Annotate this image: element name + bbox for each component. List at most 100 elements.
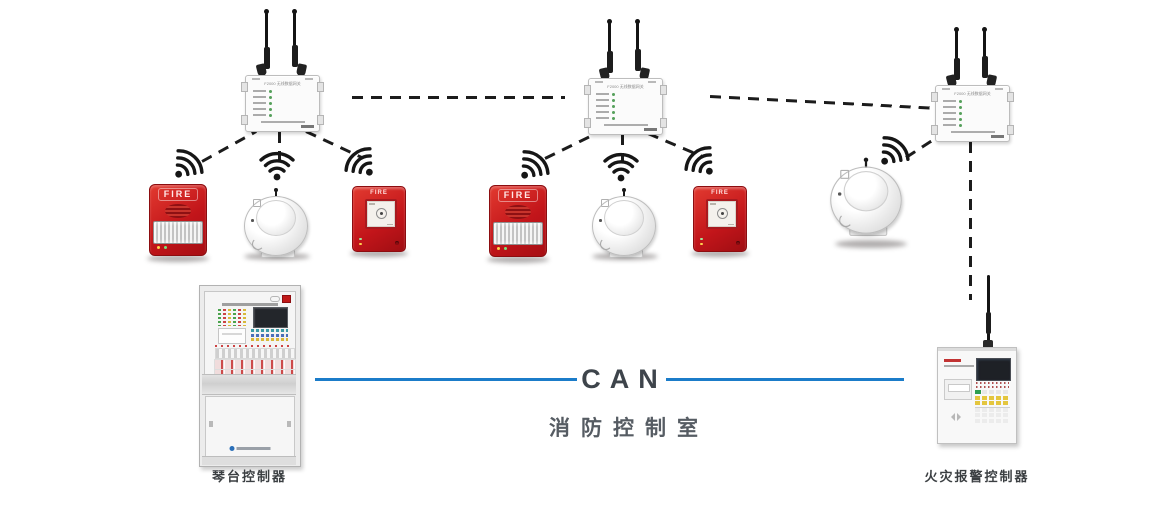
- detector-dome: [843, 171, 889, 212]
- status-led: [700, 242, 703, 245]
- port-label: [995, 88, 1003, 90]
- lcd-display: [253, 307, 288, 328]
- wifi-signal-icon: [344, 147, 373, 176]
- gateway-led-panel: [246, 86, 272, 117]
- cabinet-door: [205, 396, 295, 458]
- company-logo: [229, 446, 271, 451]
- status-led: [497, 247, 500, 250]
- pane-text-line: [387, 223, 393, 225]
- device-shadow: [147, 255, 209, 262]
- mount-tab: [931, 92, 938, 102]
- company-text-line: [603, 123, 648, 126]
- pane-text-line: [728, 223, 734, 225]
- strobe-lens: [153, 221, 203, 244]
- brand-mark: [301, 125, 314, 128]
- wifi-signal-icon: [881, 136, 910, 165]
- detector-logo: [601, 199, 609, 207]
- link-gateway2-strobe2: [544, 130, 600, 160]
- console-controller-cabinet: [199, 285, 301, 467]
- antenna-icon: [981, 27, 988, 78]
- wifi-signal-icon: [521, 150, 550, 179]
- antenna-sleeve: [986, 312, 991, 334]
- mount-tab: [241, 115, 248, 125]
- company-text-line: [950, 130, 995, 133]
- status-led: [700, 237, 703, 240]
- call-point-label: FIRE: [711, 190, 729, 196]
- status-led: [838, 192, 841, 196]
- indicator-led-columns: [218, 309, 248, 326]
- mount-tab: [660, 118, 667, 128]
- antenna-icon: [863, 157, 869, 169]
- sounder-grille: [505, 205, 531, 219]
- link-gateway3-controller: [969, 142, 972, 300]
- detector-dome: [256, 200, 296, 236]
- company-text-line: [260, 120, 305, 123]
- indicator-led-row: [976, 386, 1009, 388]
- title-text-line: [944, 365, 974, 367]
- smoke-detector-2: [592, 188, 656, 258]
- break-glass-pane: [706, 199, 738, 229]
- break-glass-pane: [365, 199, 397, 229]
- status-led: [359, 242, 362, 245]
- gateway-enclosure: F2000 无线数据网关: [584, 78, 667, 135]
- brand-mark: [991, 135, 1004, 138]
- brand-mark: [644, 128, 657, 131]
- brand-mark: [944, 359, 961, 362]
- gateway-led-panel: [936, 96, 962, 127]
- handle-emblem: [947, 413, 955, 421]
- press-dot: [720, 211, 724, 215]
- fire-strobe-1: FIRE: [149, 184, 207, 256]
- mount-tab: [317, 82, 324, 92]
- cabinet-plinth: [202, 456, 296, 465]
- switch-indicator-row: [215, 345, 293, 347]
- link-gateway1-strobe1: [201, 130, 257, 163]
- indicator-led-row: [976, 382, 1009, 384]
- detector-dome: [604, 200, 644, 236]
- console-controller-label: 琴台控制器: [211, 469, 287, 484]
- manual-call-point-2: FIRE: [693, 186, 747, 252]
- mount-tab: [584, 118, 591, 128]
- press-dot: [379, 211, 383, 215]
- wifi-signal-icon: [175, 149, 204, 178]
- detector-logo: [840, 169, 850, 179]
- mount-tab: [660, 85, 667, 95]
- antenna-icon: [291, 9, 298, 67]
- keypad: [975, 390, 1010, 424]
- wireless-gateway-2: F2000 无线数据网关: [584, 19, 667, 135]
- gateway-led-panel: [589, 89, 615, 120]
- status-led: [359, 237, 362, 240]
- gateway-title: F2000 无线数据网关: [607, 84, 644, 89]
- antenna-icon: [263, 9, 270, 69]
- cabinet-operation-panel: [204, 291, 296, 380]
- door-latch: [287, 421, 291, 427]
- port-label: [942, 88, 950, 90]
- smoke-detector-1: [244, 188, 308, 258]
- door-latch: [209, 421, 213, 427]
- port-label: [305, 78, 313, 80]
- status-led: [251, 219, 254, 222]
- device-shadow: [691, 250, 749, 257]
- mount-tab: [1007, 125, 1014, 135]
- lcd-display: [976, 358, 1011, 381]
- mount-tab: [1007, 92, 1014, 102]
- antenna-icon: [634, 19, 641, 71]
- press-ring: [376, 208, 387, 219]
- port-label: [595, 81, 603, 83]
- status-led: [157, 246, 160, 249]
- pane-text-line: [710, 203, 716, 205]
- gateway-enclosure: F2000 无线数据网关: [931, 85, 1014, 142]
- strobe-lens: [493, 222, 543, 245]
- can-bus-line-right: [666, 378, 904, 381]
- reset-screw: [395, 241, 399, 245]
- gateway-title: F2000 无线数据网关: [954, 91, 991, 96]
- wireless-gateway-3: F2000 无线数据网关: [931, 27, 1014, 142]
- detector-vent: [839, 213, 853, 228]
- cabinet-divider-band: [202, 374, 296, 395]
- wireless-gateway-1: F2000 无线数据网关: [241, 9, 324, 132]
- mount-tab: [241, 82, 248, 92]
- reset-screw: [736, 241, 740, 245]
- antenna-icon: [987, 275, 990, 343]
- alarm-button: [282, 295, 291, 303]
- keypad: [251, 329, 288, 342]
- sounder-grille: [165, 204, 191, 218]
